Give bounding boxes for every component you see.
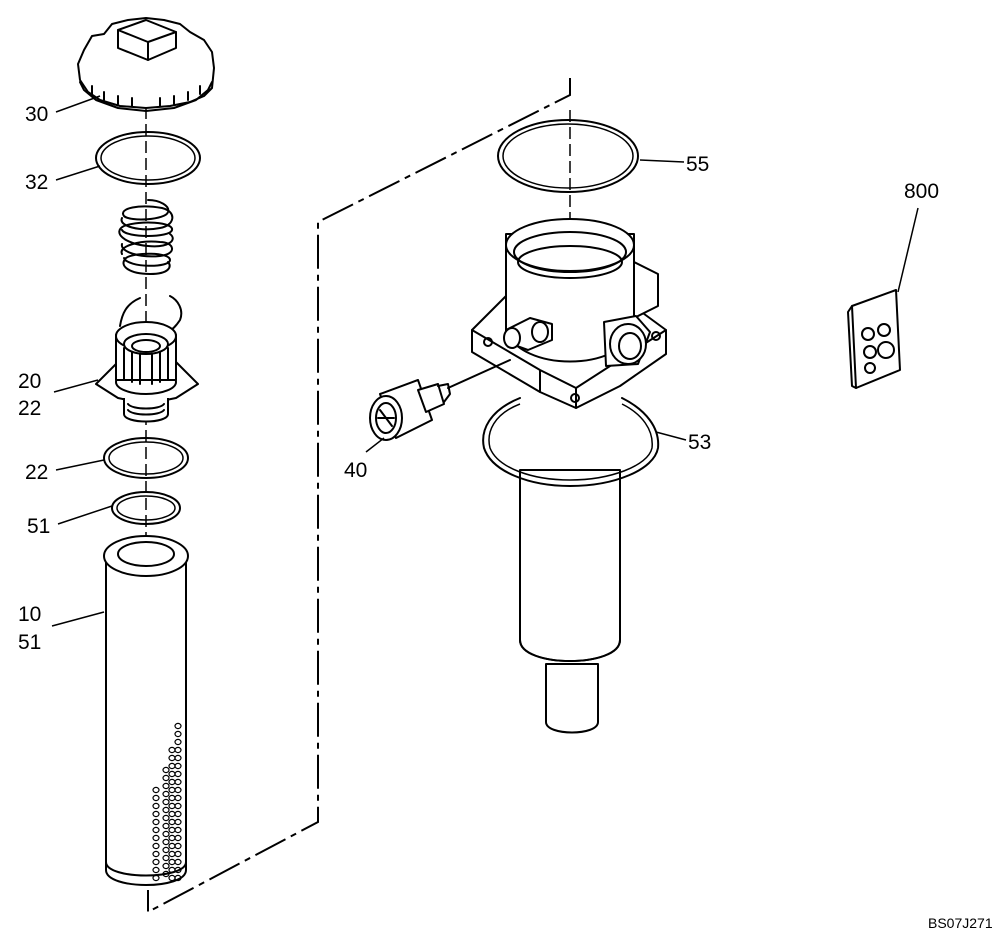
- part-10-filter-element: [103, 535, 189, 886]
- perforation-hole: [152, 842, 160, 850]
- callout-10: 10: [18, 603, 42, 626]
- perforation-hole: [152, 858, 160, 866]
- callout-22: 22: [25, 461, 49, 484]
- perforation-hole: [174, 722, 182, 730]
- perforation-hole: [162, 846, 170, 854]
- perforation-hole: [174, 810, 182, 818]
- perforation-hole: [174, 866, 182, 874]
- part-22-seal: [103, 437, 189, 479]
- part-51-seal-ring: [111, 491, 181, 525]
- callout-30: 30: [25, 103, 49, 126]
- perforation-hole: [174, 826, 182, 834]
- part-32-o-ring: [95, 131, 201, 185]
- perforation-hole: [174, 770, 182, 778]
- perforation-hole: [162, 862, 170, 870]
- perforation-hole: [174, 802, 182, 810]
- perforation-hole: [174, 874, 182, 882]
- perforation-hole: [152, 802, 160, 810]
- callout-51: 51: [18, 631, 42, 654]
- perforation-hole: [162, 854, 170, 862]
- perforation-hole: [174, 858, 182, 866]
- spring: [118, 199, 174, 275]
- perforation-hole: [174, 762, 182, 770]
- perforation-hole: [174, 778, 182, 786]
- filter-housing: [471, 218, 667, 734]
- assembly-boundary-dashed-line: [147, 78, 571, 914]
- perforation-hole: [174, 754, 182, 762]
- perforation-hole: [162, 870, 170, 878]
- callout-55: 55: [686, 153, 710, 176]
- perforation-hole: [162, 766, 170, 774]
- callout-20: 20: [18, 370, 42, 393]
- perforation-hole: [152, 834, 160, 842]
- perforation-hole: [174, 746, 182, 754]
- callout-53: 53: [688, 431, 712, 454]
- perforation-hole: [152, 810, 160, 818]
- perforation-hole: [162, 814, 170, 822]
- perforation-hole: [162, 838, 170, 846]
- perforation-hole: [152, 826, 160, 834]
- perforation-hole: [162, 782, 170, 790]
- callout-32: 32: [25, 171, 49, 194]
- callout-800: 800: [904, 180, 940, 203]
- callout-40: 40: [344, 459, 368, 482]
- perforation-hole: [174, 818, 182, 826]
- part-40-indicator-gauge: [369, 359, 511, 441]
- perforation-hole: [174, 794, 182, 802]
- perforation-hole: [174, 730, 182, 738]
- part-53-o-ring: [482, 397, 660, 487]
- part-20-valve-assembly: [95, 295, 199, 423]
- part-30-filler-cap: [77, 17, 215, 112]
- callout-leader-lines: [51, 95, 919, 627]
- perforation-hole: [174, 834, 182, 842]
- part-55-large-o-ring: [497, 119, 639, 193]
- perforation-hole: [152, 794, 160, 802]
- perforation-hole: [162, 790, 170, 798]
- perforation-hole: [162, 830, 170, 838]
- part-800-seal-kit: [847, 289, 901, 389]
- perforation-hole: [152, 866, 160, 874]
- perforation-hole: [162, 806, 170, 814]
- perforation-hole: [162, 798, 170, 806]
- perforation-hole: [162, 822, 170, 830]
- perforation-hole: [152, 850, 160, 858]
- callout-22: 22: [18, 397, 42, 420]
- perforation-hole: [174, 738, 182, 746]
- drawing-code: BS07J271: [928, 915, 993, 931]
- callout-51: 51: [27, 515, 51, 538]
- perforation-hole: [162, 774, 170, 782]
- perforation-hole: [174, 786, 182, 794]
- perforation-hole: [174, 842, 182, 850]
- perforation-hole: [174, 850, 182, 858]
- perforation-hole: [152, 874, 160, 882]
- filter-perforations: [152, 722, 182, 882]
- perforation-hole: [152, 818, 160, 826]
- perforation-hole: [152, 786, 160, 794]
